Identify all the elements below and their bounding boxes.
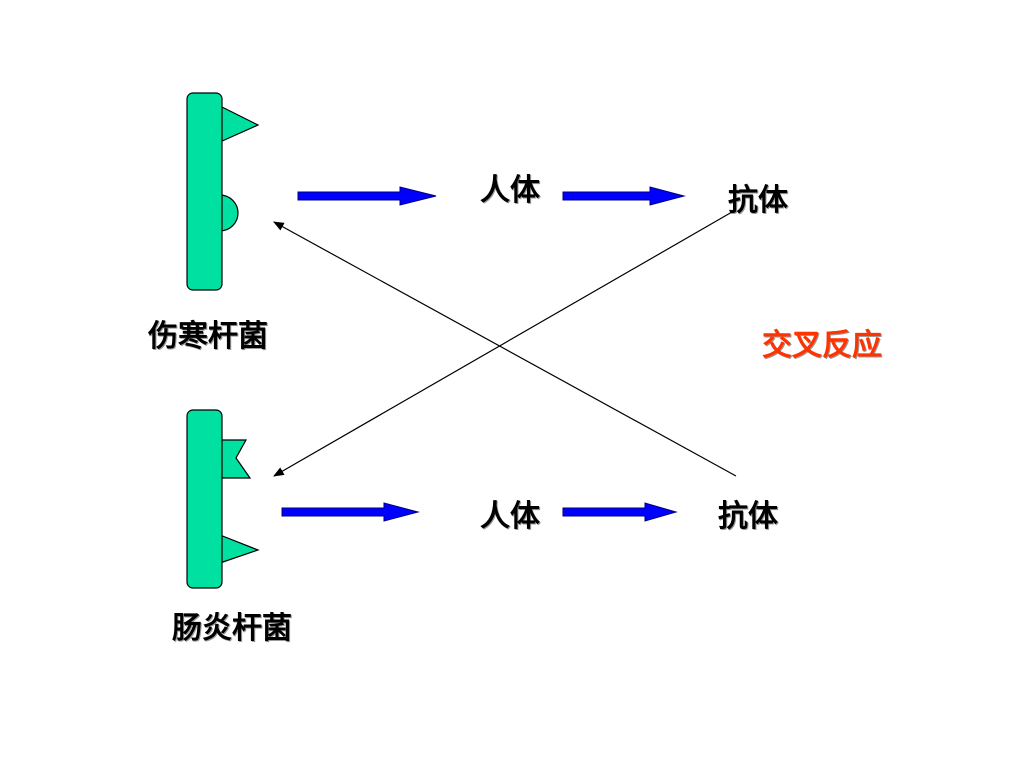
typhoid-bacillus-body xyxy=(186,92,223,291)
label-antibody-bottom: 抗体 xyxy=(718,499,779,534)
typhoid-bacillus-shape xyxy=(186,92,260,291)
label-typhoid-bacillus: 伤寒杆菌 xyxy=(147,319,268,354)
blue-arrow-bottom-2 xyxy=(562,502,678,522)
blue-arrow-top-1 xyxy=(297,186,437,206)
enteritis-bacillus-shape xyxy=(186,409,260,589)
label-enteritis-bacillus: 肠炎杆菌 xyxy=(172,611,292,646)
cross-arrow-to-enteritis xyxy=(273,211,733,477)
cross-arrow-to-typhoid xyxy=(273,221,737,477)
blue-arrow-top-2 xyxy=(562,186,686,206)
blue-arrow-bottom-1 xyxy=(281,502,420,522)
enteritis-bacillus-body xyxy=(186,409,223,589)
antigen-semicircle xyxy=(219,194,239,232)
label-human-body-bottom: 人体 xyxy=(480,499,541,534)
label-cross-reaction: 交叉反应 xyxy=(762,328,882,363)
label-antibody-top: 抗体 xyxy=(728,183,789,218)
antigen-triangle-top xyxy=(219,105,260,143)
antigen-star xyxy=(219,439,252,479)
antigen-triangle-bottom xyxy=(219,534,260,564)
label-human-body-top: 人体 xyxy=(480,173,541,208)
